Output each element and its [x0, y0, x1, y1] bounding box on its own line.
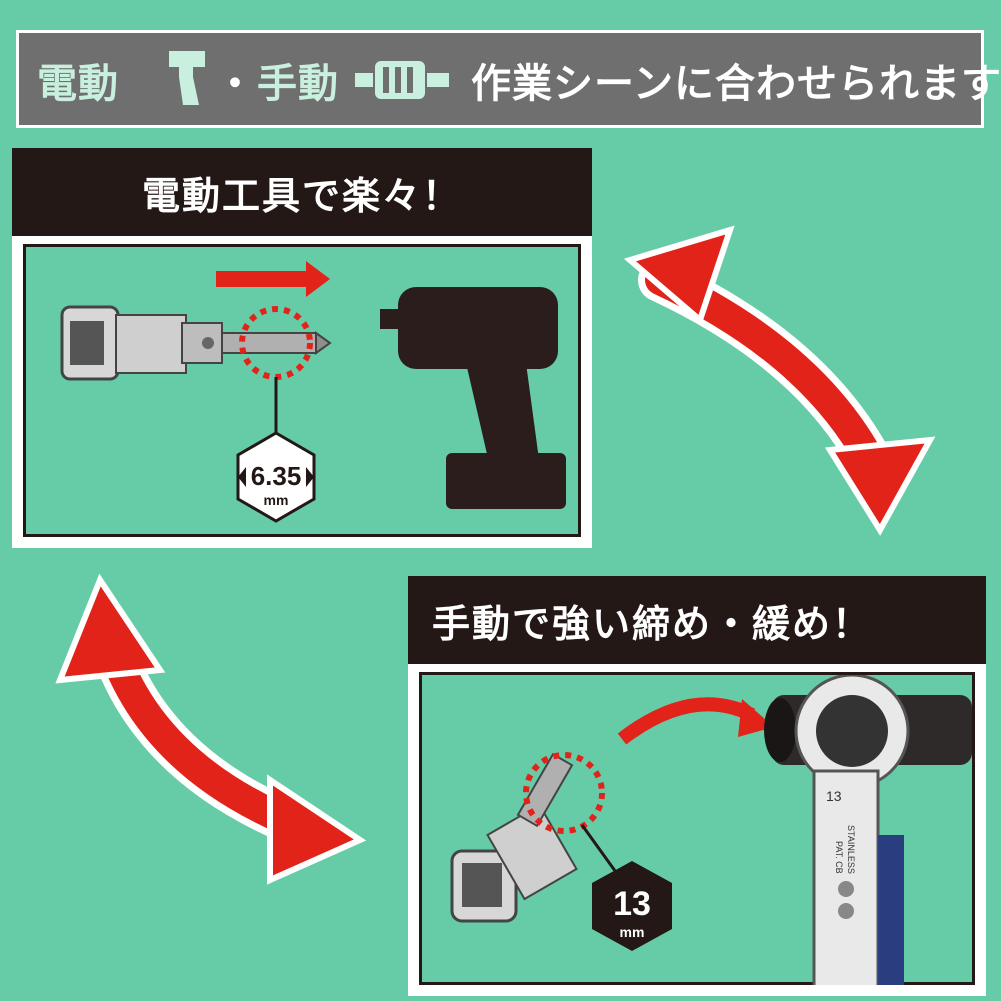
wrench-text-pat: PAT. CB	[834, 841, 844, 874]
impact-driver-icon	[380, 287, 566, 509]
drill-icon	[169, 51, 205, 105]
power-panel-title: 電動工具で楽々！	[12, 148, 592, 236]
ratchet-wrench-icon	[764, 675, 972, 985]
socket-bit-icon	[450, 752, 578, 923]
hex-size-unit: mm	[620, 924, 645, 940]
switch-arrow-bottom	[55, 573, 367, 885]
banner-message: 作業シーンに合わせられます！	[471, 61, 1001, 107]
top-banner: 電動 ・ 手動 作業シーンに合わせられます！	[16, 30, 1001, 128]
power-tool-panel: 電動工具で楽々！	[12, 148, 592, 548]
banner-dot: ・	[215, 61, 256, 107]
banner-manual-label: 手動	[257, 61, 339, 107]
hex-size-value: 6.35	[251, 461, 302, 491]
hex-size-badge	[592, 861, 672, 951]
hex-size-unit: mm	[264, 492, 289, 508]
hex-size-badge	[236, 431, 316, 523]
wrench-text-stainless: STAINLESS	[846, 825, 856, 874]
hand-icon	[355, 61, 449, 99]
wrench-size-label: 13	[826, 788, 842, 804]
socket-bit-icon	[60, 305, 332, 381]
hex-size-value: 13	[613, 885, 651, 923]
socket-highlight	[523, 752, 605, 834]
manual-panel-title: 手動で強い締め・緩め！	[408, 576, 986, 664]
switch-arrow-top	[623, 225, 936, 536]
manual-panel: 手動で強い締め・緩め！ 13 mm	[408, 576, 986, 996]
banner-power-label: 電動	[37, 61, 119, 107]
insert-direction-arrow	[216, 261, 330, 297]
